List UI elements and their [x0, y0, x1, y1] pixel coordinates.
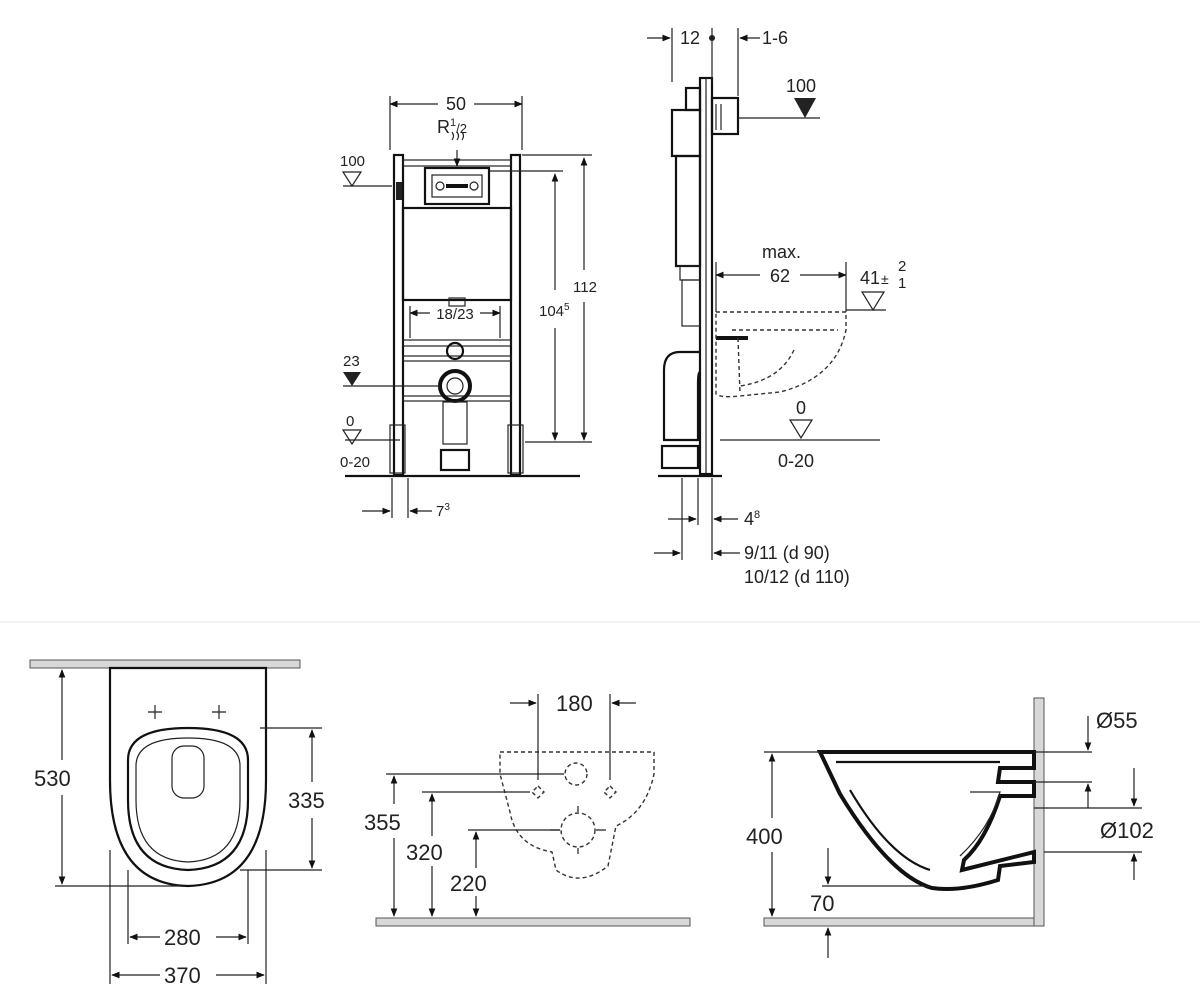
bowl-back-view: 180 355 320 220: [364, 691, 691, 927]
drain-stub: [448, 297, 466, 307]
side-level-top-marker: [794, 98, 816, 118]
fix-hole-right: [603, 785, 617, 799]
outlet-level-marker: [860, 291, 886, 312]
bowl-length-label: 530: [34, 766, 71, 791]
reach-label: 62: [770, 266, 790, 286]
flush-plate-opening: [423, 166, 491, 206]
bowl-outer-outline: [108, 666, 268, 888]
flush-plate-box: [710, 96, 740, 136]
back-outline: [499, 751, 655, 879]
bowl-side-view: Ø55 Ø102 400 70: [746, 697, 1154, 958]
cistern-lower: [674, 154, 702, 268]
level-floor-marker: [341, 429, 363, 446]
level-top-marker: [341, 171, 363, 188]
side-level-top-label: 100: [786, 76, 816, 96]
outlet-inner: [446, 377, 464, 395]
fix-hole-left: [531, 785, 545, 799]
outlet-diameter-label: Ø102: [1100, 818, 1154, 843]
seat-inner-outline: [135, 737, 241, 863]
side-view-wall: [1033, 697, 1045, 927]
cistern-cap: [684, 86, 702, 112]
level-floor-label: 0: [346, 413, 354, 430]
outlet-tolerance-plus: 2: [898, 258, 906, 275]
bowl-opening: [171, 745, 205, 799]
left-upright: [392, 153, 405, 477]
cistern-upper: [670, 108, 702, 158]
outlet-hole: [560, 812, 596, 848]
total-height-label: 112: [573, 279, 597, 296]
outlet-floor-label: 70: [810, 891, 834, 916]
back-view-floor: [375, 917, 691, 927]
pipe-d90-label: 9/11 (d 90): [744, 543, 830, 563]
side-level-floor-marker: [788, 419, 814, 440]
middle-crossbar: [402, 339, 512, 347]
top-view-wall: [29, 659, 301, 669]
frame-depth-label: 12: [680, 28, 700, 48]
frame-width-label: 50: [446, 94, 466, 114]
lower-crossbar: [402, 355, 512, 362]
fix-spacing-label: 180: [556, 691, 593, 716]
rim-height-label: 400: [746, 824, 783, 849]
level-outlet-label: 23: [343, 353, 360, 370]
foot-offset-label: 73: [436, 502, 450, 520]
dim-depth-dot: [709, 35, 715, 41]
inlet-diameter-label: Ø55: [1096, 708, 1138, 733]
drain-bend: [662, 350, 701, 442]
seat-length-label: 335: [288, 788, 325, 813]
valve-left: [435, 181, 445, 191]
flush-pipe: [681, 279, 701, 327]
floor-range-label: 0-20: [340, 454, 370, 471]
cistern-body: [401, 206, 513, 302]
bowl-inner: [737, 337, 795, 395]
side-bracket: [396, 182, 402, 200]
pipe-d110-label: 10/12 (d 110): [744, 567, 850, 587]
left-foot: [389, 424, 406, 474]
drain-socket-side: [660, 444, 700, 470]
total-width-label: 370: [164, 963, 201, 988]
bowl-inner-profile: [836, 760, 1000, 872]
bowl-outline: [715, 311, 847, 398]
side-floor-range-label: 0-20: [778, 451, 814, 471]
fix-height-label: 320: [406, 840, 443, 865]
bowl-side-profile: [816, 750, 1036, 891]
water-inlet-symbol: [451, 131, 465, 141]
frame-side-view: 12 1-6 100 max. 62 41± 2 1 0 0-20 48 9/1: [647, 28, 906, 587]
bowl-top-view: 530 335 280 370: [29, 659, 325, 988]
outlet-height-label: 220: [450, 871, 487, 896]
drain-pipe: [442, 401, 468, 445]
bowl-trap: [959, 791, 1001, 857]
cistern-neck: [679, 265, 701, 281]
side-level-floor-label: 0: [796, 398, 806, 418]
inlet-height-label: 355: [364, 810, 401, 835]
inner-height-label: 1045: [539, 302, 570, 320]
fixing-point-left: [148, 705, 162, 719]
outlet-height-label: 41±: [860, 268, 889, 288]
seat-outline: [126, 726, 250, 872]
adjust-range-label: 1-6: [762, 28, 788, 48]
seat-width-label: 280: [164, 925, 201, 950]
outlet-tolerance-minus: 1: [898, 275, 906, 292]
valve-right: [469, 181, 479, 191]
right-foot: [507, 424, 524, 474]
thread-label: R1/2: [437, 117, 467, 137]
drain-socket: [439, 448, 471, 472]
side-view-floor: [763, 917, 1035, 927]
level-outlet-marker: [343, 372, 361, 386]
right-upright: [509, 153, 522, 477]
supply-port: [445, 341, 465, 361]
fixing-point-right: [212, 705, 226, 719]
max-label: max.: [762, 242, 801, 262]
inlet-hole: [564, 762, 588, 786]
level-top-label: 100: [340, 153, 365, 170]
pipe-offset-label: 48: [744, 509, 760, 529]
frame-front-view: 50 R1/2 100 23 0 0-20 18/23 1045 112: [340, 94, 597, 520]
flush-valve: [431, 174, 483, 198]
drain-spacing-label: 18/23: [436, 306, 474, 323]
